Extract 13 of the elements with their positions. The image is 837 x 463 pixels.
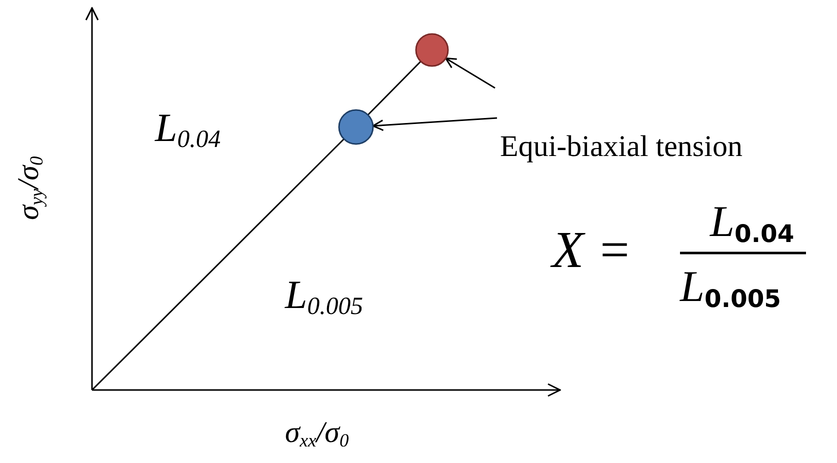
annotation-text: Equi-biaxial tension [500, 132, 742, 162]
data-point-circle [338, 109, 374, 145]
denominator-text: L$_{0.005}$ [680, 265, 781, 312]
arrow [372, 117, 498, 132]
region-label: L$_{0.04}$ [155, 108, 221, 153]
region-label: L$_{0.005}$ [285, 275, 364, 320]
arrow [444, 58, 496, 89]
load-path-line [367, 60, 422, 116]
axis-label: σ$_{xx}$/σ$_{0}$ [285, 418, 349, 452]
data-point-circle [415, 33, 449, 67]
load-path-line [91, 138, 344, 391]
numerator-text: L$_{0.04}$ [710, 200, 794, 246]
equation-text: X = [552, 225, 632, 277]
